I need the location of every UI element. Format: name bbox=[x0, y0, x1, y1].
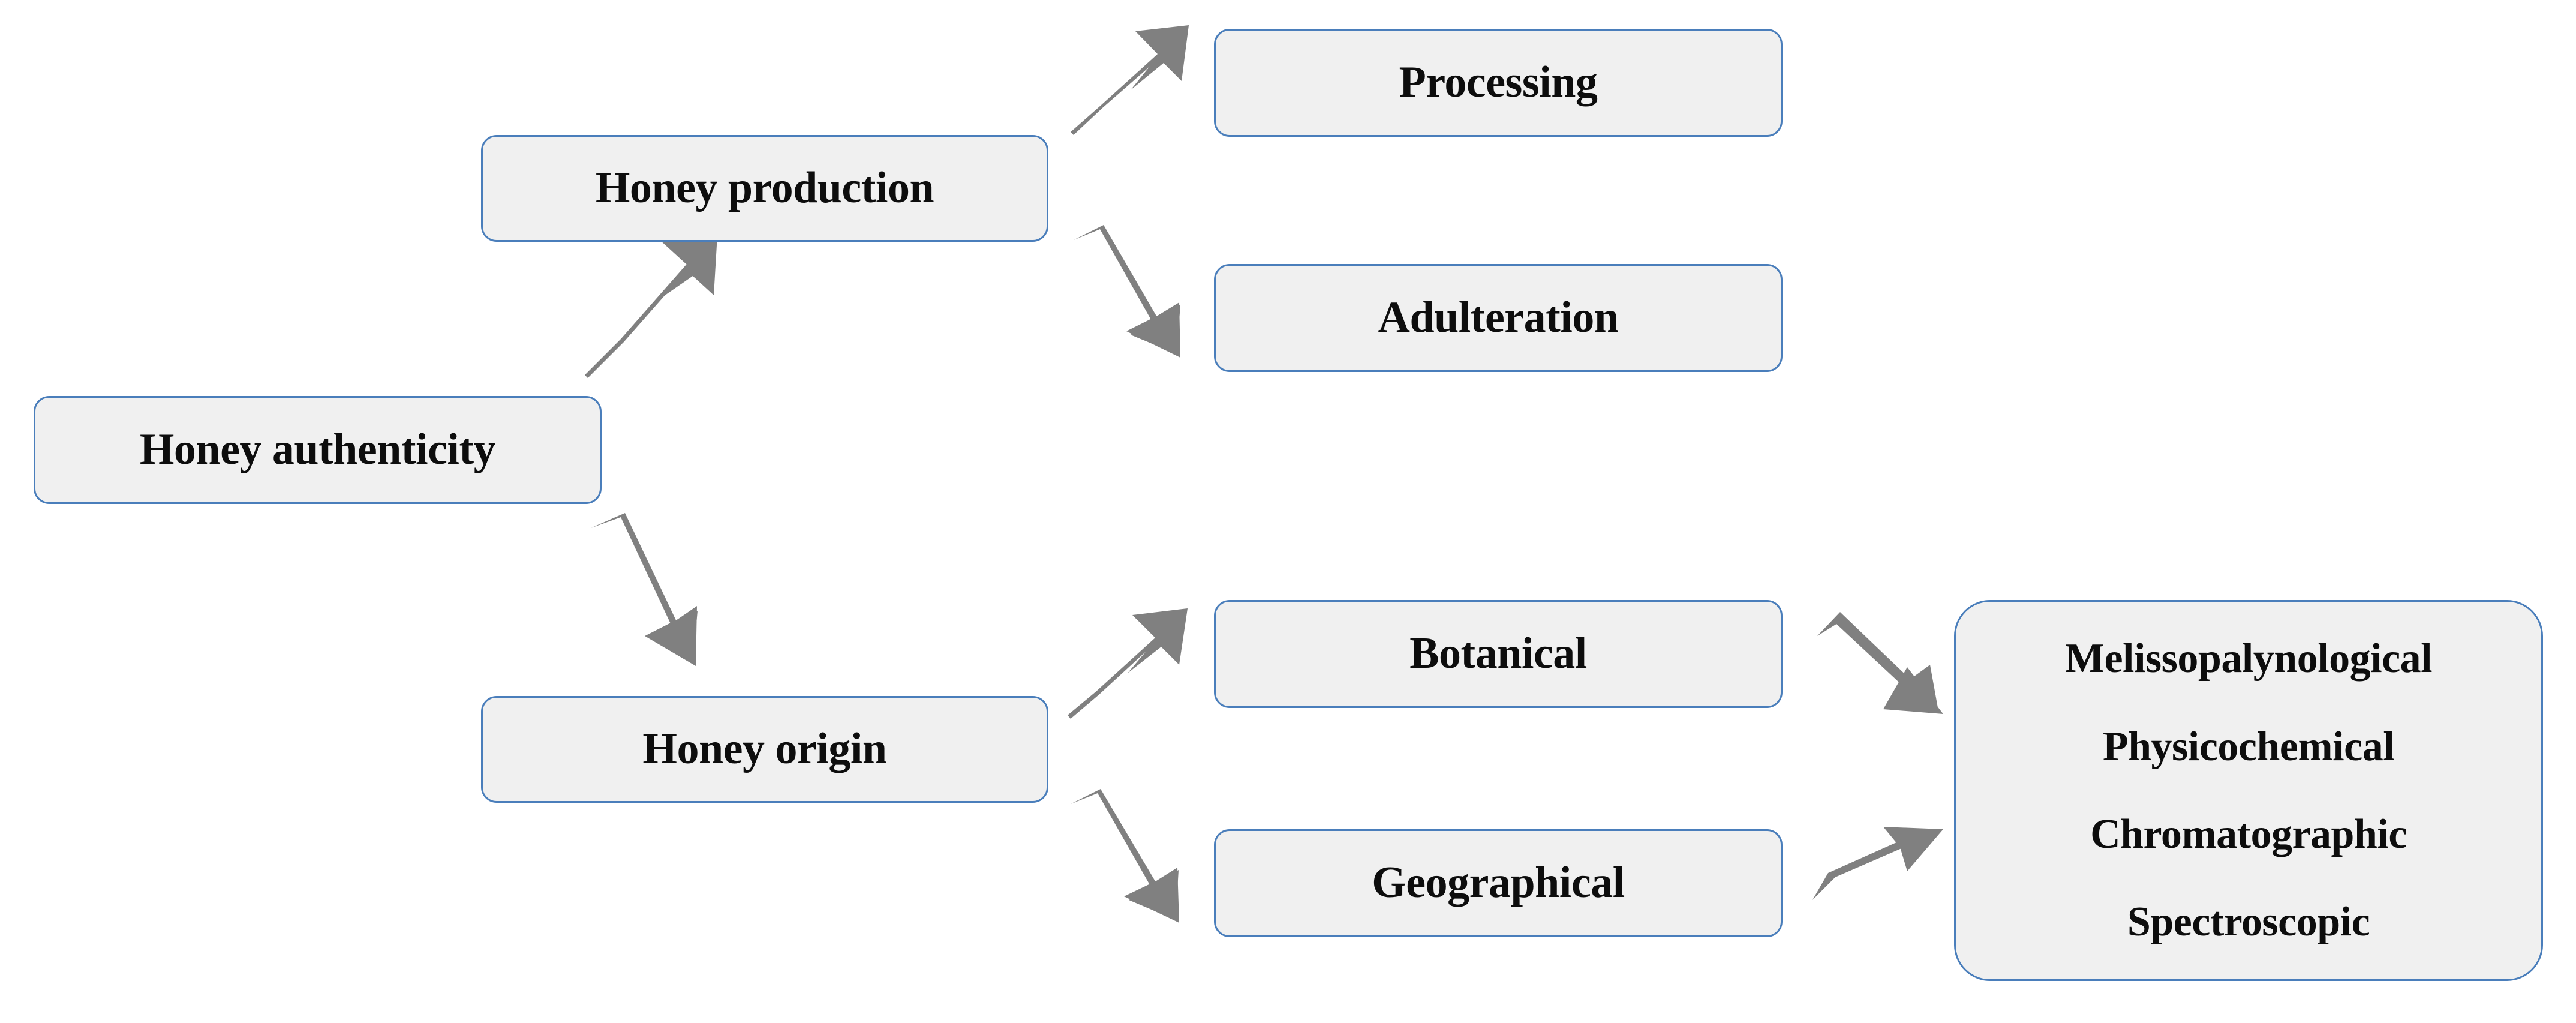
arrow-origin-to-geographical bbox=[1071, 789, 1179, 923]
node-geographical[interactable]: Geographical bbox=[1214, 829, 1783, 937]
node-label: Honey origin bbox=[642, 724, 887, 774]
node-honey-production[interactable]: Honey production bbox=[481, 135, 1048, 242]
arrow-origin-to-botanical bbox=[1068, 608, 1188, 719]
technique-line-spectroscopic: Spectroscopic bbox=[2127, 899, 2370, 946]
node-analysis-techniques[interactable]: Melissopalynological Physicochemical Chr… bbox=[1954, 600, 2543, 981]
node-processing[interactable]: Processing bbox=[1214, 29, 1783, 137]
node-label: Adulteration bbox=[1378, 293, 1619, 343]
arrow-production-to-processing bbox=[1071, 25, 1189, 135]
technique-line-melissopalynological: Melissopalynological bbox=[2064, 635, 2433, 682]
node-botanical[interactable]: Botanical bbox=[1214, 600, 1783, 708]
node-honey-origin[interactable]: Honey origin bbox=[481, 696, 1048, 803]
node-label: Processing bbox=[1399, 58, 1598, 107]
node-label: Geographical bbox=[1372, 858, 1625, 908]
arrow-botanical-to-techniques bbox=[1817, 612, 1943, 714]
arrow-root-to-production bbox=[585, 235, 717, 378]
node-adulteration[interactable]: Adulteration bbox=[1214, 264, 1783, 372]
node-honey-authenticity[interactable]: Honey authenticity bbox=[34, 396, 602, 504]
technique-line-physicochemical: Physicochemical bbox=[2102, 723, 2395, 770]
arrow-production-to-adulteration bbox=[1074, 225, 1180, 358]
node-label: Honey authenticity bbox=[139, 425, 496, 475]
node-label: Botanical bbox=[1409, 629, 1587, 679]
arrow-geographical-to-techniques bbox=[1812, 827, 1943, 900]
technique-line-chromatographic: Chromatographic bbox=[2090, 811, 2407, 857]
arrow-root-to-origin bbox=[591, 513, 698, 666]
node-label: Honey production bbox=[595, 163, 934, 213]
